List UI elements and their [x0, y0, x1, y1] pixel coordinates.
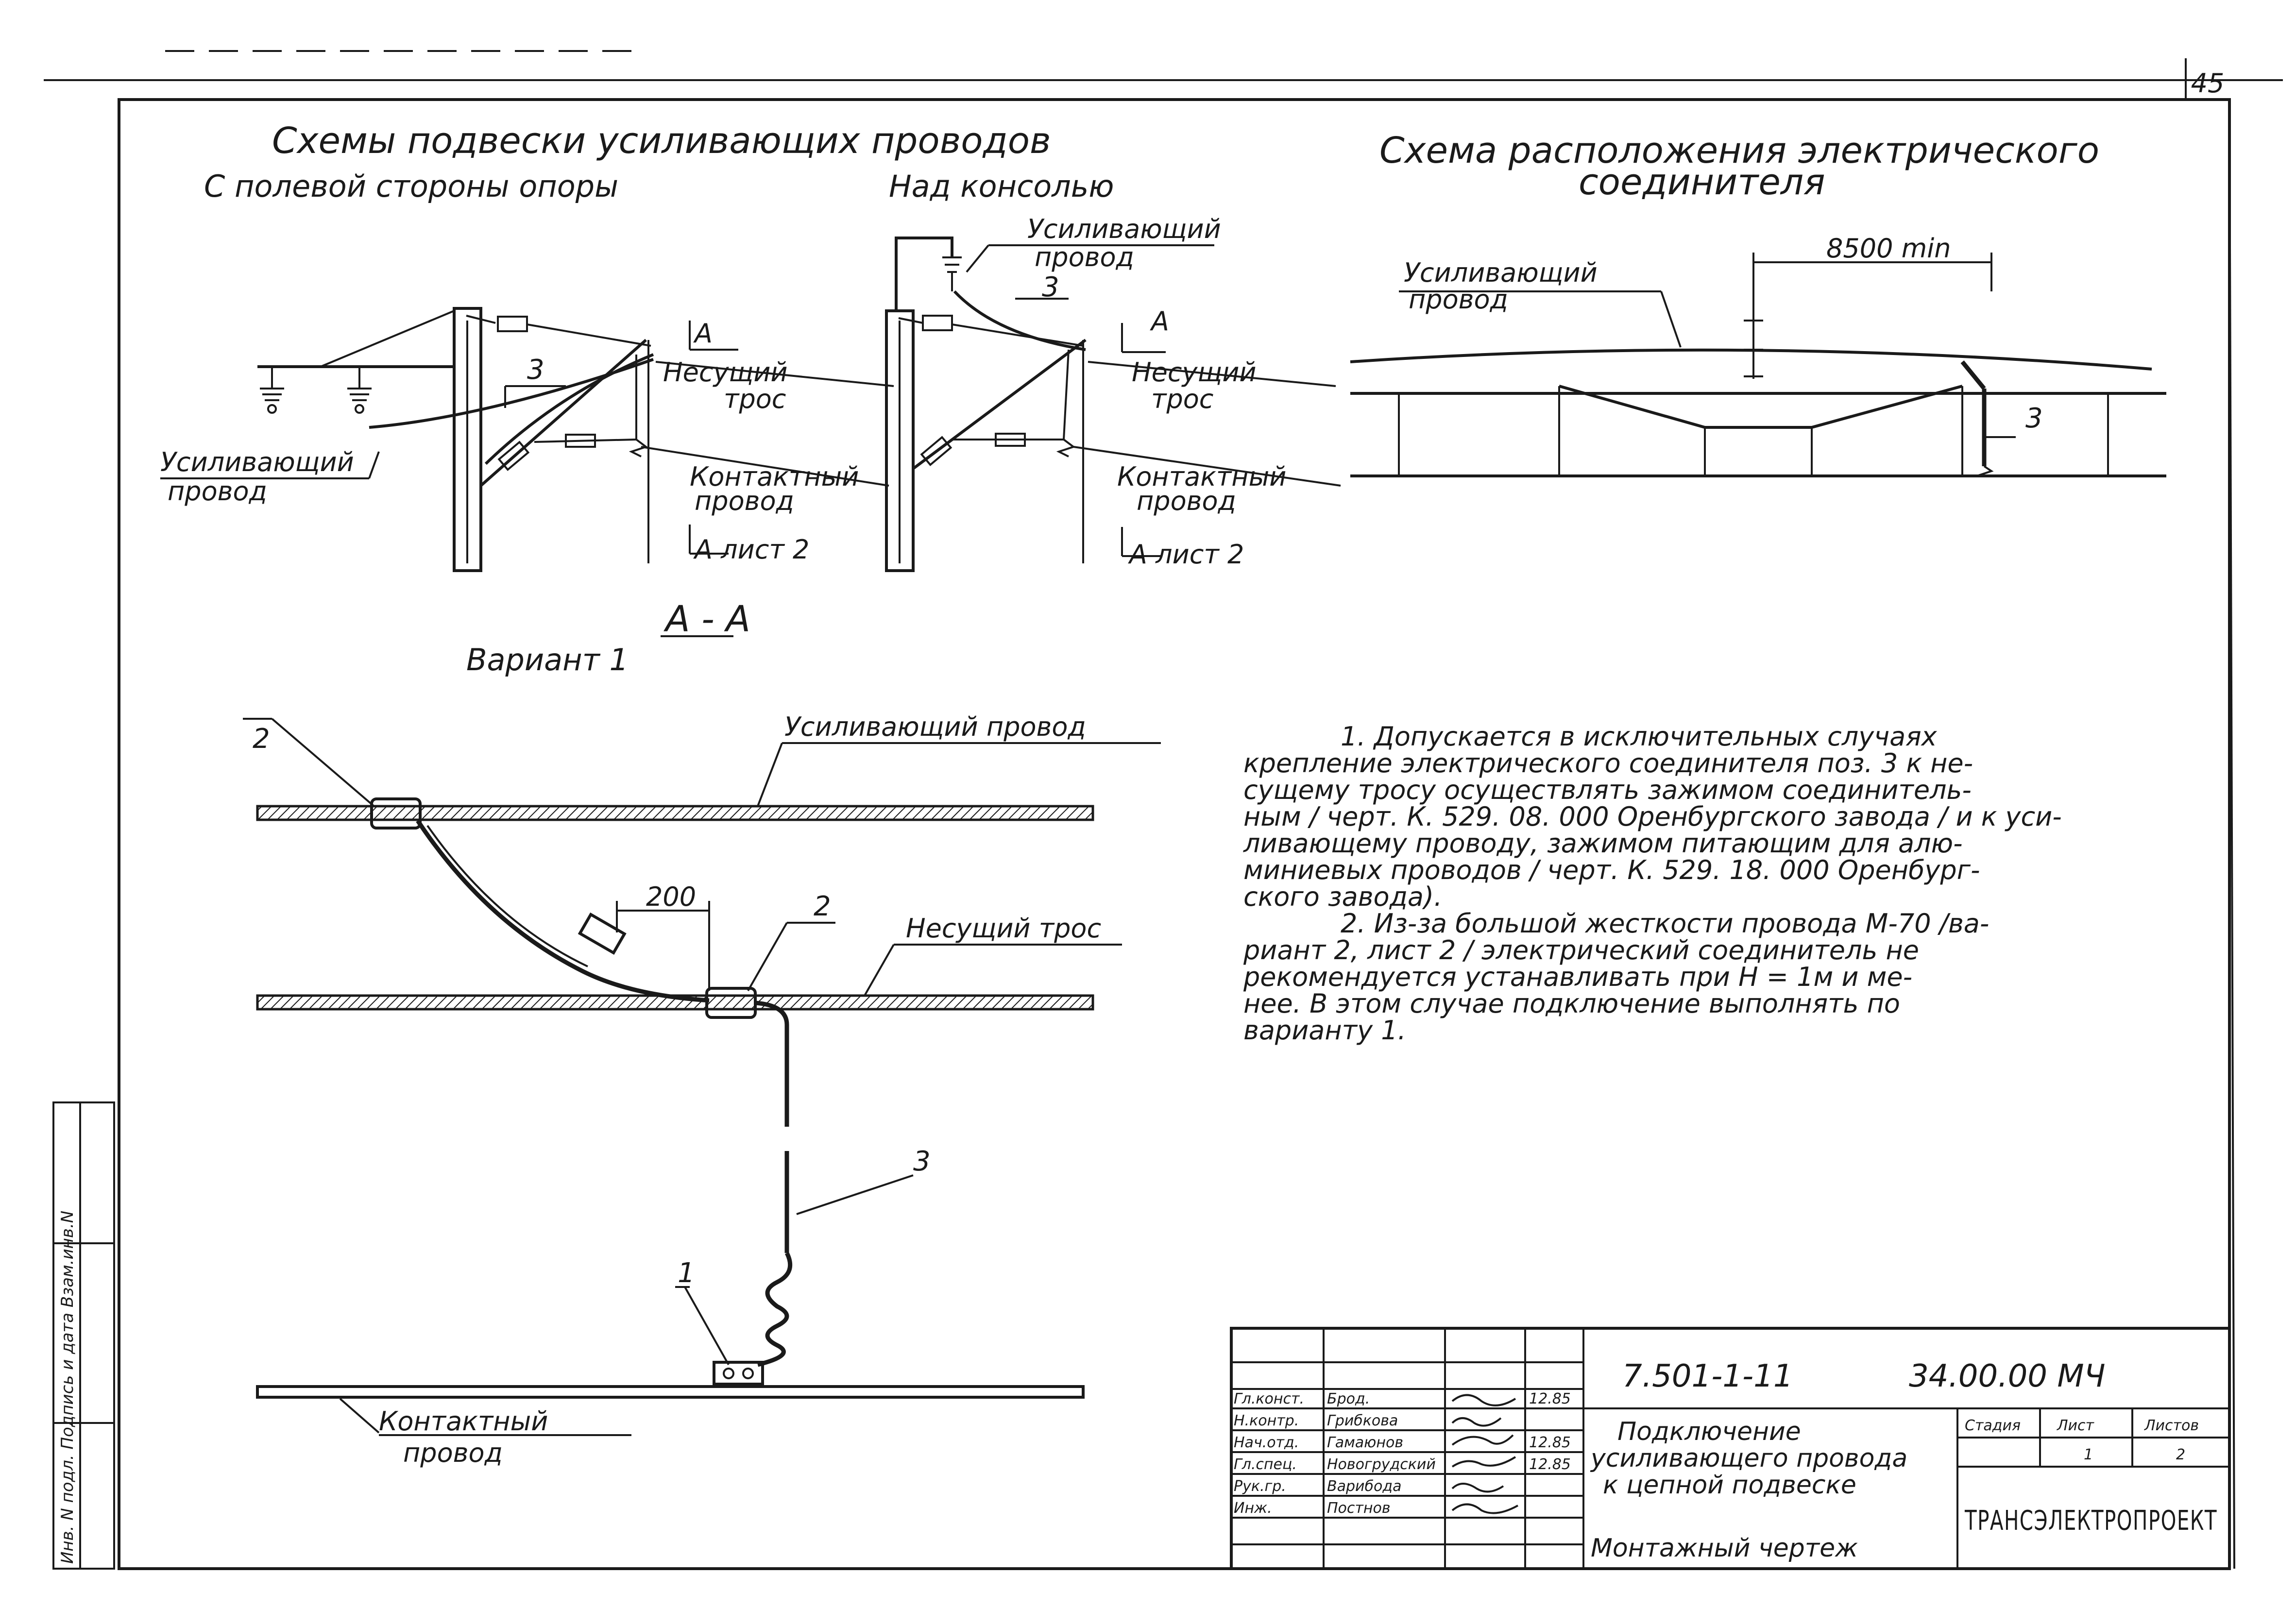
tb-role: Гл.конст.: [1234, 1390, 1304, 1407]
note-line: крепление электрического соединителя поз…: [1243, 748, 1973, 779]
sheets-label: Листов: [2144, 1417, 2199, 1434]
pole-diagram-field-side: [160, 307, 894, 572]
doc-name-3: к цепной подвеске: [1603, 1471, 1856, 1500]
tb-date: 12.85: [1529, 1434, 1571, 1451]
section-a-a-drawing: [243, 718, 1161, 1436]
note-line: миниевых проводов / черт. К. 529. 18. 00…: [1243, 855, 1980, 885]
sub-right-title: Над консолью: [889, 169, 1114, 204]
tb-role: Нач.отд.: [1234, 1434, 1299, 1451]
section-ref-mid: А лист 2: [1128, 539, 1244, 570]
sheet-value: 1: [2084, 1446, 2093, 1463]
tb-name: Брод.: [1327, 1390, 1370, 1407]
pos3-label-section: 3: [913, 1146, 931, 1177]
tb-date: 12.85: [1529, 1456, 1571, 1473]
note-line: 2. Из-за большой жесткости провода М-70 …: [1341, 908, 1989, 939]
signatures: [1451, 1394, 1518, 1514]
messenger-label-mid-1: Несущий: [1132, 357, 1257, 388]
doc-code-1: 7.501-1-11: [1622, 1358, 1793, 1394]
tb-name: Гамаюнов: [1327, 1434, 1403, 1451]
notes: 1. Допускается в исключительных случаях …: [1243, 721, 2062, 1046]
contact-label-mid-1: Контактный: [1117, 461, 1286, 492]
messenger-label-mid-2: трос: [1151, 384, 1213, 414]
tb-date: 12.85: [1529, 1390, 1571, 1407]
side-stamp: Инв. N подл. Подпись и дата Взам.инв.N: [52, 1101, 115, 1570]
sheet-label: Лист: [2057, 1417, 2095, 1434]
pos1-label: 1: [678, 1257, 695, 1289]
variant-title: Вариант 1: [466, 642, 629, 677]
title-block: [1230, 1327, 2231, 1570]
reinforcing-label-left-1: Усиливающий: [160, 447, 354, 477]
doc-code-2: 34.00.00 МЧ: [1909, 1358, 2105, 1394]
connector-layout-scheme: [1350, 253, 2166, 477]
note-line: ным / черт. К. 529. 08. 000 Оренбургског…: [1243, 801, 2062, 832]
pos3-label-mid: 3: [1042, 271, 1059, 303]
tb-name: Грибкова: [1327, 1412, 1398, 1429]
pos3-label-left: 3: [527, 354, 544, 386]
pos2-label-mid: 2: [814, 891, 831, 922]
note-line: ского завода).: [1243, 881, 1442, 912]
top-left-title: Схемы подвески усиливающих проводов: [272, 120, 1051, 162]
dim-200: 200: [646, 881, 696, 912]
reinforcing-label-mid-1: Усиливающий: [1027, 214, 1221, 244]
top-right-title-1: Схема расположения электрического: [1379, 130, 2099, 171]
tb-name: Постнов: [1327, 1500, 1391, 1517]
section-ref-left: А лист 2: [693, 534, 809, 565]
note-line: рекомендуется устанавливать при Н = 1м и…: [1243, 962, 1912, 992]
messenger-label-left-1: Несущий: [663, 357, 788, 388]
section-a-top-left: А: [693, 318, 713, 349]
reinforcing-label-left-2: провод: [168, 476, 267, 507]
stage-label: Стадия: [1965, 1417, 2021, 1434]
note-line: 1. Допускается в исключительных случаях: [1341, 721, 1938, 752]
sheet-number: 45: [2191, 68, 2225, 99]
note-line: ливающему проводу, зажимом питающим для …: [1243, 828, 1963, 859]
title-block-roles: Гл.конст. Н.контр. Нач.отд. Гл.спец. Рук…: [1234, 1390, 1571, 1517]
reinforcing-label-section: Усиливающий провод: [784, 711, 1086, 742]
tb-role: Н.контр.: [1234, 1412, 1299, 1429]
sheets-value: 2: [2176, 1446, 2185, 1463]
reinforcing-label-right-2: провод: [1409, 284, 1508, 315]
dimension-8500: 8500 min: [1826, 233, 1951, 264]
section-a-top-mid: А: [1150, 306, 1169, 337]
contact-label-section-2: провод: [403, 1438, 503, 1468]
note-line: нее. В этом случае подключение выполнять…: [1243, 988, 1900, 1019]
note-line: варианту 1.: [1243, 1015, 1406, 1046]
organization: ТРАНСЭЛЕКТРОПРОЕКТ: [1964, 1505, 2217, 1537]
sheet-frame: [44, 50, 2283, 1570]
note-line: риант 2, лист 2 / электрический соединит…: [1243, 935, 1919, 965]
messenger-label-left-2: трос: [724, 384, 786, 414]
contact-label-left-1: Контактный: [690, 461, 859, 492]
doc-name-1: Подключение: [1617, 1417, 1801, 1446]
contact-label-mid-2: провод: [1137, 486, 1236, 516]
tb-name: Новогрудский: [1327, 1456, 1436, 1473]
side-stamp-text: Инв. N подл. Подпись и дата Взам.инв.N: [58, 1211, 77, 1564]
reinforcing-label-right-1: Усиливающий: [1404, 257, 1598, 288]
contact-label-section-1: Контактный: [379, 1406, 548, 1437]
messenger-label-section: Несущий трос: [906, 913, 1101, 944]
tb-name: Варибода: [1327, 1478, 1402, 1495]
drawing-type: Монтажный чертеж: [1591, 1534, 1858, 1563]
pole-diagram-over-console: [885, 237, 1341, 572]
reinforcing-label-mid-2: провод: [1035, 242, 1134, 272]
pos2-label-top: 2: [253, 723, 270, 755]
tb-role: Инж.: [1234, 1500, 1272, 1517]
doc-name-2: усиливающего провода: [1590, 1444, 1907, 1473]
note-line: сущему тросу осуществлять зажимом соедин…: [1243, 775, 1972, 805]
pos3-label-right: 3: [2025, 403, 2043, 434]
contact-label-left-2: провод: [695, 486, 794, 516]
tb-role: Рук.гр.: [1234, 1478, 1286, 1495]
section-title: А - А: [663, 598, 750, 640]
top-right-title-2: соединителя: [1579, 161, 1825, 203]
tb-role: Гл.спец.: [1234, 1456, 1297, 1473]
sub-left-title: С полевой стороны опоры: [204, 169, 618, 204]
